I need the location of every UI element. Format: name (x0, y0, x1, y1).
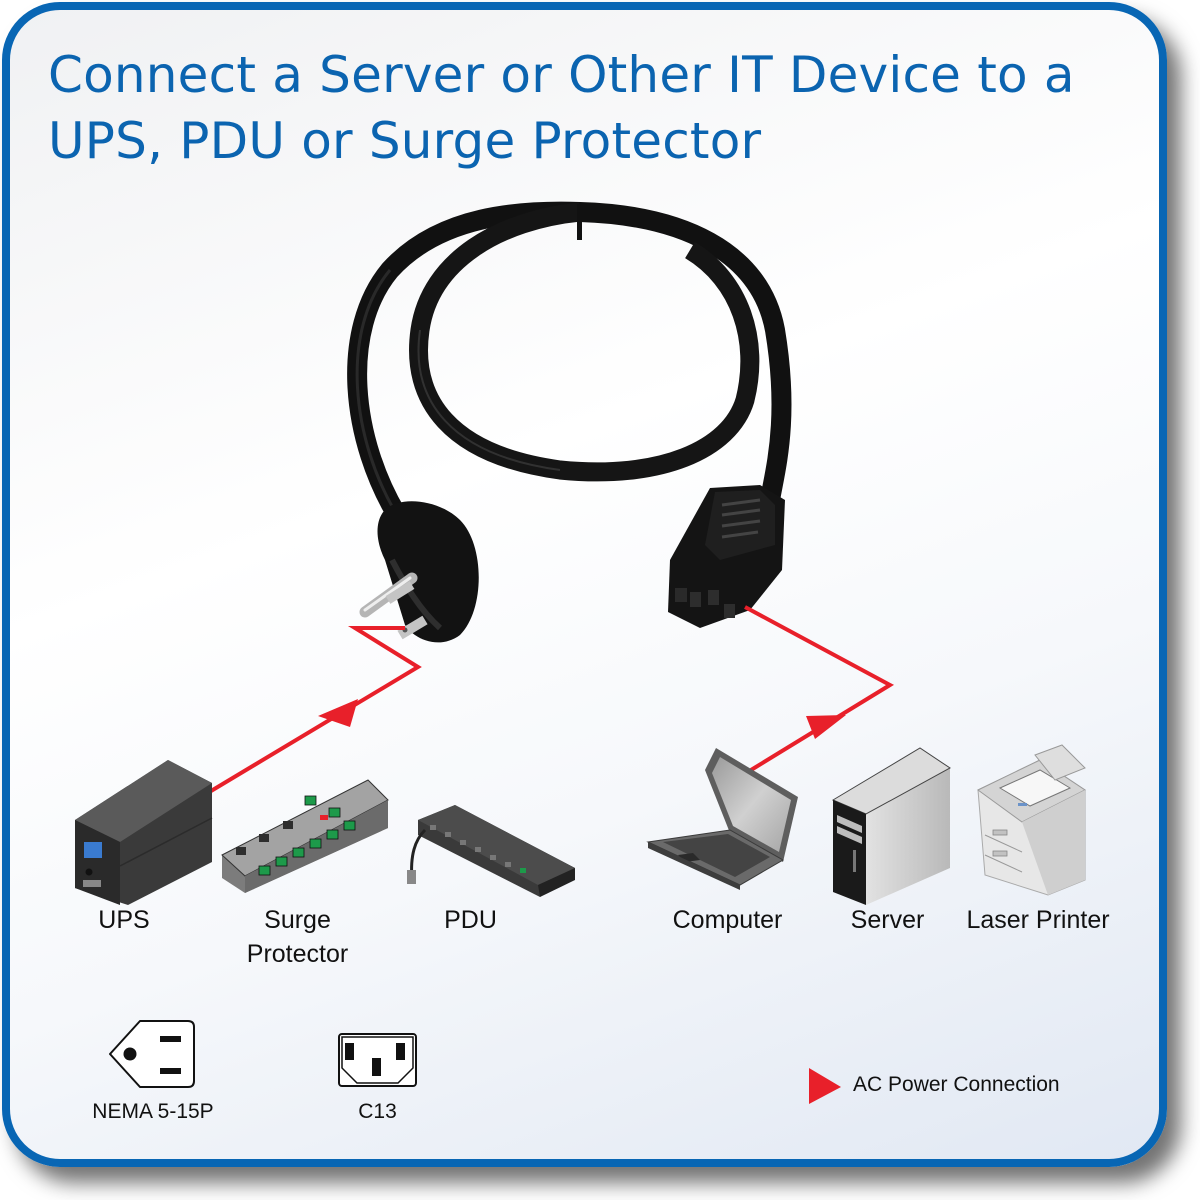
label-ups: UPS (98, 906, 150, 934)
c13-connector (668, 485, 785, 628)
nema-5-15p-plug (359, 501, 479, 643)
server-illustration (831, 747, 951, 905)
cable-inner-loop (409, 202, 760, 482)
red-arrow-icon (806, 715, 846, 739)
label-nema-5-15p: NEMA 5-15P (92, 1100, 214, 1123)
page-title: Connect a Server or Other IT Device to a… (48, 42, 1075, 174)
laptop-illustration (646, 748, 798, 890)
label-laser-printer: Laser Printer (966, 906, 1110, 934)
label-surge-line-2: Protector (246, 940, 349, 968)
nema-5-15p-icon (109, 1020, 195, 1088)
label-surge-line-1: Surge (264, 906, 331, 934)
label-surge-protector: Surge Protector (230, 903, 365, 971)
legend-label: AC Power Connection (853, 1073, 1060, 1096)
ac-connection-device (744, 605, 895, 772)
label-c13: C13 (358, 1100, 397, 1123)
c13-icon (338, 1033, 417, 1087)
ac-connection-source (209, 626, 422, 793)
label-pdu: PDU (444, 906, 497, 934)
diagram-panel (2, 2, 1167, 1167)
label-computer: Computer (672, 906, 783, 934)
laser-printer-illustration (977, 744, 1086, 896)
pdu-illustration (407, 805, 575, 897)
surge-protector-illustration (221, 779, 389, 893)
ups-illustration (75, 760, 213, 905)
title-line-1: Connect a Server or Other IT Device to a (48, 46, 1075, 104)
red-arrow-icon (318, 699, 358, 727)
power-cable (347, 201, 792, 530)
cable-tie (577, 204, 582, 240)
title-line-2: UPS, PDU or Surge Protector (48, 112, 762, 170)
legend-red-arrow-icon (809, 1068, 841, 1104)
label-server: Server (850, 906, 925, 934)
